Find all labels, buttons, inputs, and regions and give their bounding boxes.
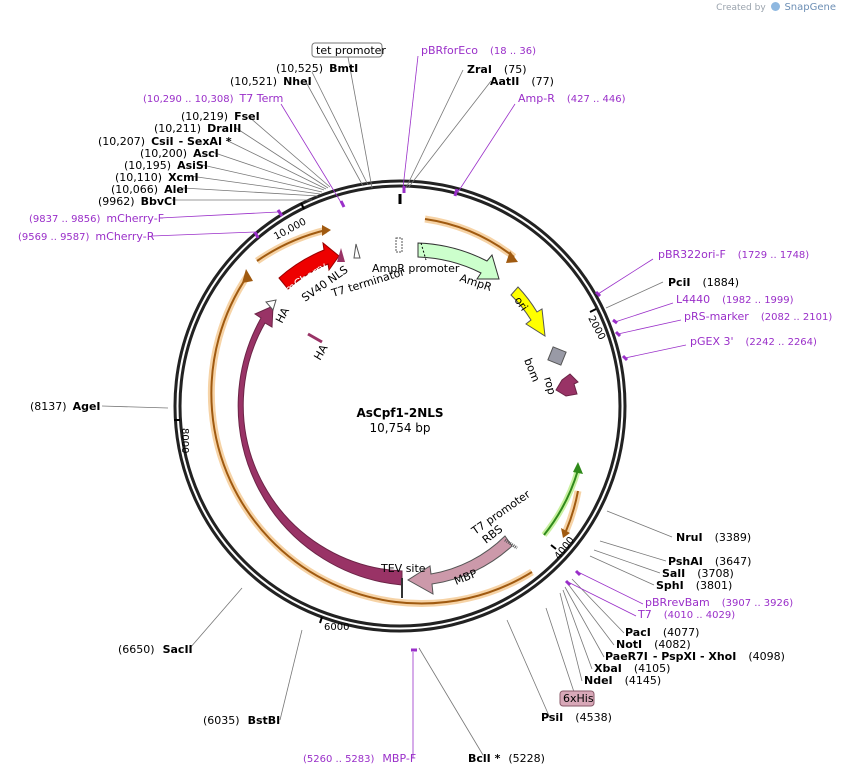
primer-mbp-f: (5260 .. 5283)MBP-F	[303, 752, 416, 765]
primer-pbrforeco: pBRforEco(18 .. 36)	[421, 44, 536, 57]
his-tag-label: 6xHis	[563, 692, 594, 705]
tick-8000: 8000	[179, 428, 190, 453]
green-orf-line	[543, 469, 579, 536]
site-psii: PsiI(4538)	[541, 711, 612, 724]
tick-2000: 2000	[585, 314, 607, 342]
orf-arrow-upper-left	[322, 225, 331, 236]
site-ndei: NdeI(4145)	[584, 674, 661, 687]
primer-mcherry-r: (9569 .. 9587)mCherry-R	[18, 230, 155, 243]
ha-label-2: HA	[311, 342, 330, 363]
ampr-promoter-box	[395, 237, 403, 253]
primer-amp-r: Amp-R(427 .. 446)	[518, 92, 626, 105]
site-sphi: SphI(3801)	[656, 579, 732, 592]
primer-t7: T7(4010 .. 4029)	[637, 608, 735, 621]
sv40-nls-arrow	[337, 248, 345, 262]
site-bstbi: (6035)BstBI	[203, 714, 280, 727]
tick-marks	[174, 202, 597, 624]
rop-label: rop	[541, 375, 558, 396]
site-nrui: NruI(3389)	[676, 531, 751, 544]
tick-6000: 6000	[324, 622, 349, 633]
site-bbvci: (9962)BbvCI	[98, 195, 176, 208]
site-noti: NotI(4082)	[616, 638, 691, 651]
site-nhei: (10,521)NheI	[230, 75, 312, 88]
site-fsei: (10,219)FseI	[181, 110, 260, 123]
site-pcii: PciI(1884)	[668, 276, 739, 289]
primer-pgex-3: pGEX 3'(2242 .. 2264)	[690, 335, 817, 348]
site-sali: SalI(3708)	[662, 567, 734, 580]
primer-mcherry-f: (9837 .. 9856)mCherry-F	[29, 212, 164, 225]
primer-prs-marker: pRS-marker(2082 .. 2101)	[684, 310, 832, 323]
snapgene-brand: Created by SnapGene	[716, 2, 836, 13]
site-bcli: BclI *(5228)	[468, 752, 545, 765]
site-zrai: ZraI(75)	[467, 63, 527, 76]
tet-promoter-label: tet promoter	[316, 44, 386, 57]
ampr-promoter-dash	[420, 242, 427, 261]
site-sacii: (6650)SacII	[118, 643, 193, 656]
orf-arrow-left	[242, 269, 253, 283]
rop-arrow	[555, 373, 579, 397]
green-orf-arrow	[573, 462, 583, 474]
site-alei: (10,066)AleI	[111, 183, 188, 196]
ori-arrow	[510, 286, 546, 337]
primer-marks	[253, 186, 629, 652]
backbone-outer	[173, 179, 627, 633]
tev-site-label: TEV site	[380, 562, 426, 575]
snapgene-logo-icon	[770, 2, 780, 11]
bom-box	[547, 346, 567, 366]
site-agei: (8137)AgeI	[30, 400, 101, 413]
primer-leader-lines	[151, 55, 687, 758]
primer-t7-term: (10,290 .. 10,308)T7 Term	[143, 92, 283, 105]
site-xbai: XbaI(4105)	[594, 662, 670, 675]
plasmid-name: AsCpf1-2NLS	[356, 406, 443, 420]
backbone-inner	[178, 184, 622, 628]
brand-name: SnapGene	[784, 2, 836, 13]
brand-prefix: Created by	[716, 3, 766, 13]
site-bmti: (10,525)BmtI	[276, 62, 358, 75]
primer-pbrrevbam: pBRrevBam(3907 .. 3926)	[645, 596, 793, 609]
orf-arrow-right	[561, 528, 570, 538]
site-xcmi: (10,110)XcmI	[115, 171, 199, 184]
site-paer7i: PaeR7I- PspXI - XhoI(4098)	[605, 650, 785, 663]
t7-terminator-marker	[353, 243, 361, 259]
ampr-arrow	[417, 242, 500, 280]
plasmid-size: 10,754 bp	[369, 421, 430, 435]
primer-pbr322ori-f: pBR322ori-F(1729 .. 1748)	[658, 248, 809, 261]
his-tag-box	[559, 690, 595, 707]
ha-marker-2	[307, 332, 323, 344]
bom-label: bom	[521, 356, 542, 384]
site-aatii: AatII(77)	[490, 75, 554, 88]
site-draiii: (10,211)DraIII	[154, 122, 241, 135]
ha-marker-1	[265, 299, 277, 312]
site-csii: (10,207)CsiI- SexAI *	[98, 135, 232, 148]
site-asci: (10,200)AscI	[140, 147, 219, 160]
tet-promoter-box	[311, 42, 383, 58]
orf-arrow-top	[506, 251, 518, 263]
mbp-arrow	[407, 535, 513, 595]
ampr-promoter-label: AmpR promoter	[372, 262, 460, 275]
site-pshai: PshAI(3647)	[668, 555, 751, 568]
primer-l4440: L4440(1982 .. 1999)	[676, 293, 794, 306]
rbs-marker	[504, 538, 518, 550]
site-asisi: (10,195)AsiSI	[124, 159, 208, 172]
site-paci: PacI(4077)	[625, 626, 699, 639]
ha-label-1: HA	[273, 305, 292, 325]
